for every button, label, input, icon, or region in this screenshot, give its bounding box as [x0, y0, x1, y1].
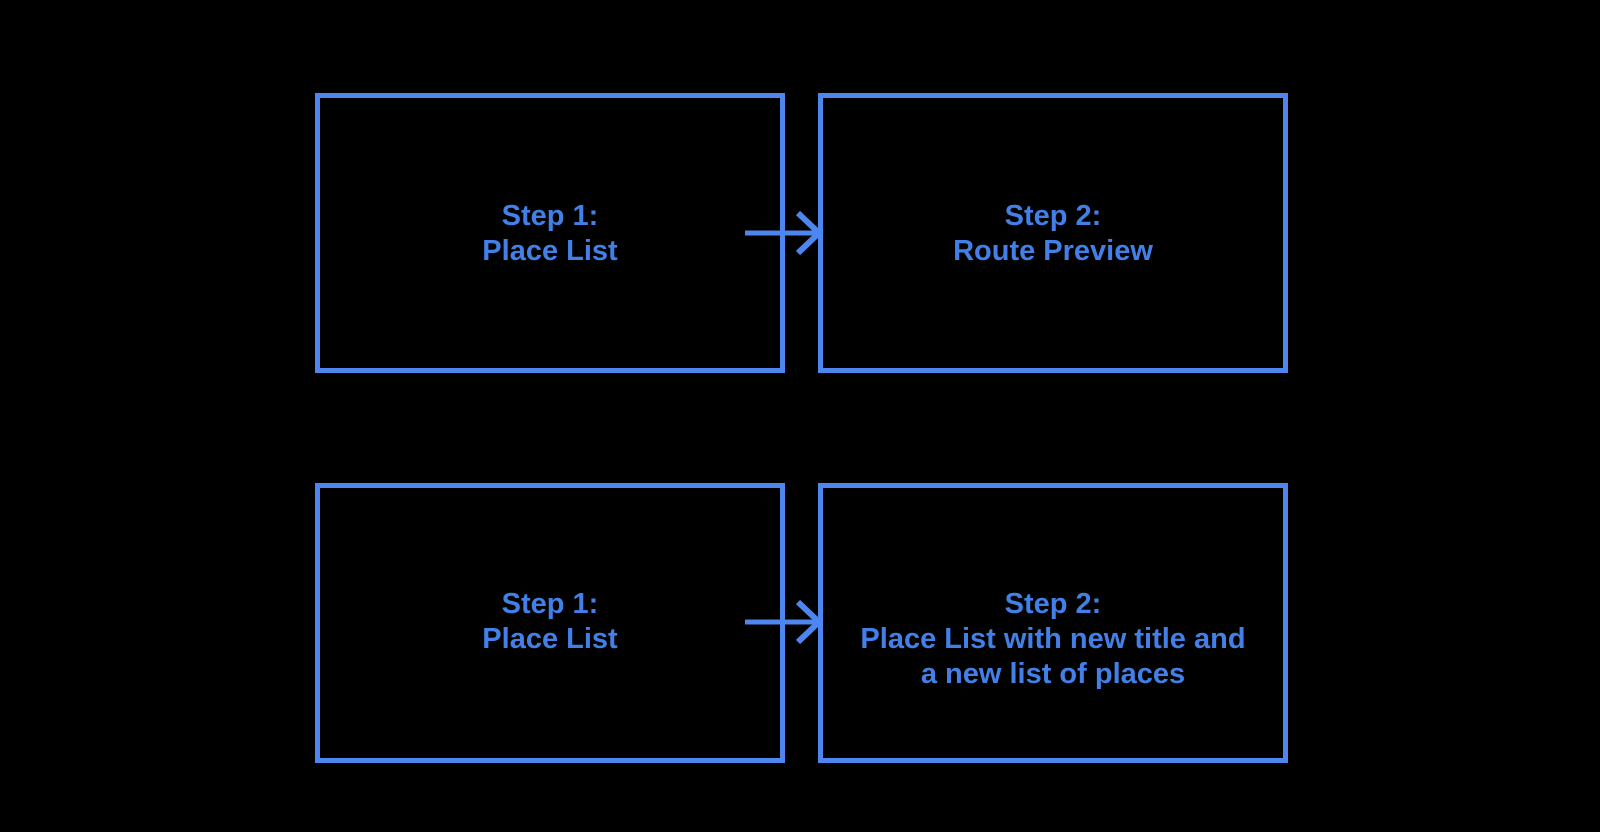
flow-box-top-step2: Step 2: Route Preview: [818, 93, 1288, 373]
label-line: Step 1:: [501, 200, 599, 232]
label-line: Place List with new title and: [860, 623, 1246, 655]
flow-box-top-step1: Step 1: Place List: [315, 93, 785, 373]
arrowhead-icon: [795, 599, 824, 645]
flow-box-label: Step 1: Place List: [320, 587, 780, 657]
flow-box-bottom-step2: Step 2: Place List with new title and a …: [818, 483, 1288, 763]
arrowhead-icon: [795, 210, 824, 256]
label-line: Step 1:: [501, 588, 599, 620]
label-line: a new list of places: [920, 658, 1186, 690]
label-line: Step 2:: [1004, 200, 1102, 232]
label-line: Step 2:: [1004, 588, 1102, 620]
label-line: Place List: [482, 235, 618, 267]
flow-box-label: Step 2: Route Preview: [823, 199, 1283, 269]
label-line: Place List: [482, 623, 618, 655]
flow-box-label: Step 2: Place List with new title and a …: [823, 587, 1283, 692]
flow-box-label: Step 1: Place List: [320, 199, 780, 269]
label-line: Route Preview: [953, 235, 1153, 267]
flow-box-bottom-step1: Step 1: Place List: [315, 483, 785, 763]
